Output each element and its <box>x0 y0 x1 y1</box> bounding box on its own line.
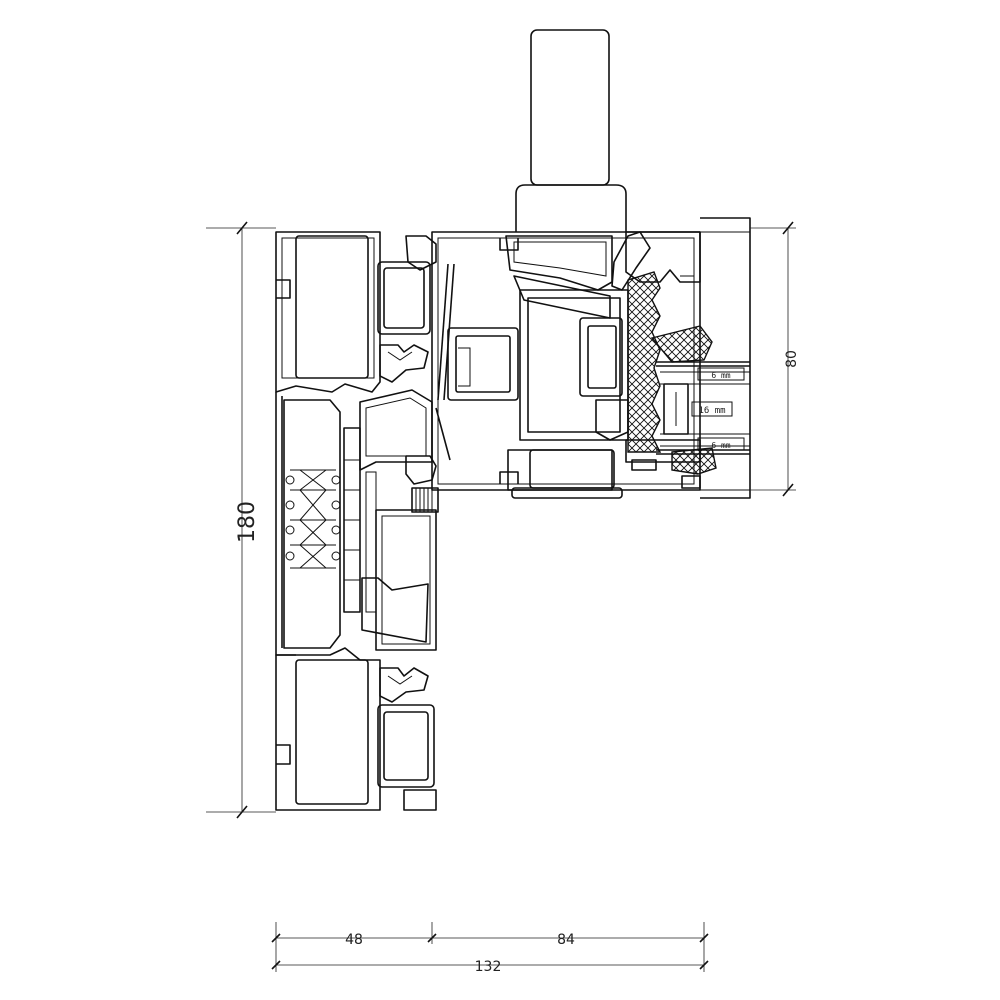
glazing-bead <box>611 231 701 471</box>
dimension-height-total: 180 <box>206 221 276 819</box>
dimension-width-left-label: 48 <box>345 932 363 948</box>
dimension-widths: 48 84 132 <box>271 922 709 975</box>
glass-pane-outer-label: 6 mm <box>711 371 730 380</box>
dimension-height-total-label: 180 <box>235 501 260 543</box>
handle <box>515 29 627 232</box>
dimension-glass-zone: 80 <box>750 221 800 497</box>
lower-sash-profile <box>361 471 439 651</box>
wall-edge <box>700 217 751 499</box>
dimension-glass-zone-label: 80 <box>784 350 800 368</box>
gasket-clips <box>379 235 437 703</box>
outer-frame-profile <box>275 231 437 811</box>
dimension-width-total-label: 132 <box>475 959 502 975</box>
glass-cavity-label: 16 mm <box>698 406 725 416</box>
sash-profile <box>431 231 701 499</box>
glass-pane-inner-label: 6 mm <box>711 441 730 450</box>
glass-unit: 6 mm 16 mm 6 mm <box>656 361 750 455</box>
dimension-width-right-label: 84 <box>557 932 575 948</box>
